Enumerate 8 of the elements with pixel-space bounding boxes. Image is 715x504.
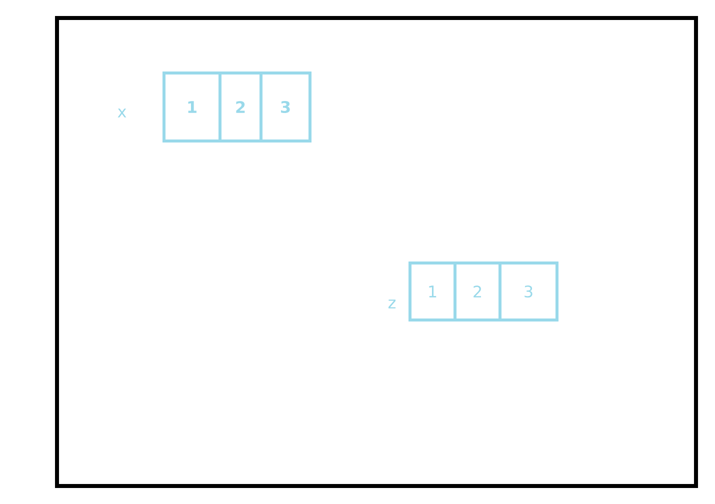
array-cell: 2 xyxy=(218,72,262,142)
array-cell: 3 xyxy=(498,262,558,322)
array-cell: 1 xyxy=(408,262,456,322)
array-name: z xyxy=(388,300,396,308)
array-cell: 1 xyxy=(162,72,222,142)
array-name: x xyxy=(118,108,126,118)
array-cell: 3 xyxy=(260,72,312,142)
array-cell: 2 xyxy=(454,262,502,322)
